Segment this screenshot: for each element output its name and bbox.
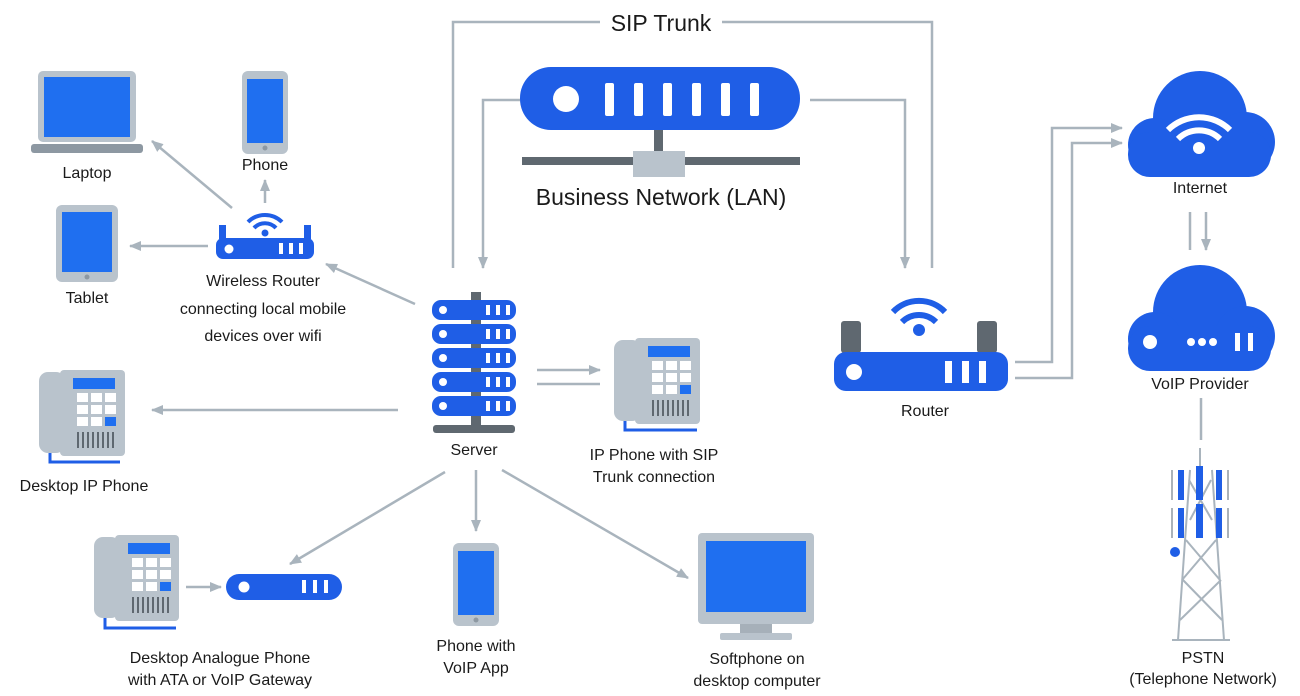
ip-phone-sip-label-2: Trunk connection — [592, 469, 716, 486]
server-to-wifi-arrow — [325, 262, 416, 306]
tablet-label: Tablet — [65, 290, 109, 307]
desktop-ip-phone-icon — [39, 370, 125, 464]
internet-cloud-icon — [1128, 71, 1275, 177]
server-label: Server — [450, 442, 498, 459]
wifi-to-laptop-arrow — [151, 140, 233, 209]
phone-voip-app-label-1: Phone with — [436, 638, 516, 655]
wireless-router-label-1: Wireless Router — [206, 273, 320, 290]
connectors — [129, 20, 1211, 592]
router-label: Router — [900, 403, 950, 420]
softphone-label-1: Softphone on — [709, 651, 805, 668]
router-icon — [834, 297, 1008, 391]
tablet-icon — [56, 205, 118, 282]
analogue-phone-icon — [94, 535, 179, 630]
ip-phone-sip-icon — [614, 338, 700, 432]
ata-gateway-icon — [226, 574, 342, 600]
lan-to-server-arrow — [478, 98, 520, 269]
desktop-computer-icon — [698, 533, 814, 640]
smartphone-icon — [242, 71, 288, 154]
sip-trunk-line-right — [722, 20, 934, 268]
analogue-phone-label-1: Desktop Analogue Phone — [129, 650, 311, 667]
voip-provider-cloud-icon — [1128, 265, 1275, 371]
mobile-voip-app-icon — [453, 543, 499, 626]
router-to-internet-arrow-1 — [1015, 123, 1123, 364]
laptop-label: Laptop — [62, 165, 112, 182]
wireless-router-label-3: devices over wifi — [204, 328, 322, 345]
analogue-phone-label-2: with ATA or VoIP Gateway — [127, 672, 313, 689]
server-to-ata-arrow — [289, 470, 446, 566]
sip-trunk-label: SIP Trunk — [610, 10, 712, 36]
cell-tower-icon — [1170, 448, 1230, 641]
sip-trunk-line-left — [451, 20, 600, 268]
laptop-icon — [31, 71, 143, 153]
internet-label: Internet — [1172, 180, 1228, 197]
phone-label: Phone — [241, 157, 289, 174]
lan-switch-icon — [520, 67, 800, 177]
desktop-ip-phone-label: Desktop IP Phone — [19, 478, 149, 495]
wireless-router-icon — [216, 212, 314, 259]
server-to-softphone-arrow — [501, 468, 689, 580]
phone-voip-app-label-2: VoIP App — [443, 660, 509, 677]
ip-phone-sip-label-1: IP Phone with SIP — [589, 447, 719, 464]
pstn-label-1: PSTN — [1181, 650, 1225, 667]
pstn-label-2: (Telephone Network) — [1129, 671, 1277, 688]
server-icon — [432, 292, 516, 433]
router-to-internet-arrow-2 — [1015, 138, 1123, 380]
diagram-title: Business Network (LAN) — [535, 184, 787, 210]
softphone-label-2: desktop computer — [693, 673, 821, 690]
wireless-router-label-2: connecting local mobile — [179, 301, 347, 318]
lan-to-router-arrow — [810, 98, 910, 269]
voip-provider-label: VoIP Provider — [1151, 376, 1249, 393]
